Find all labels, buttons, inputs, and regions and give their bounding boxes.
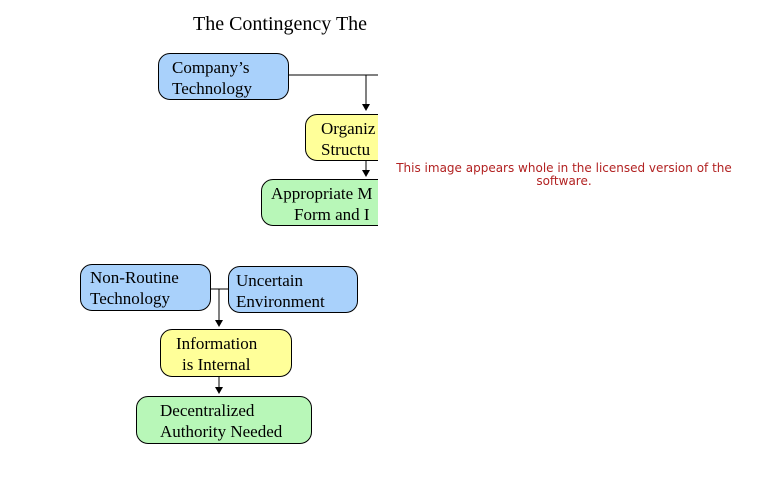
unlicensed-mask: [378, 0, 780, 478]
non-routine-technology-box: Non-Routine Technology: [80, 264, 211, 311]
uncertain-environment-box: Uncertain Environment: [228, 266, 358, 313]
company-technology-box: Company’s Technology: [158, 53, 289, 100]
decentralized-authority-box: Decentralized Authority Needed: [136, 396, 312, 444]
information-internal-box: Information is Internal: [160, 329, 292, 377]
license-notice: This image appears whole in the licensed…: [396, 161, 732, 188]
diagram-title: The Contingency The: [193, 13, 368, 35]
